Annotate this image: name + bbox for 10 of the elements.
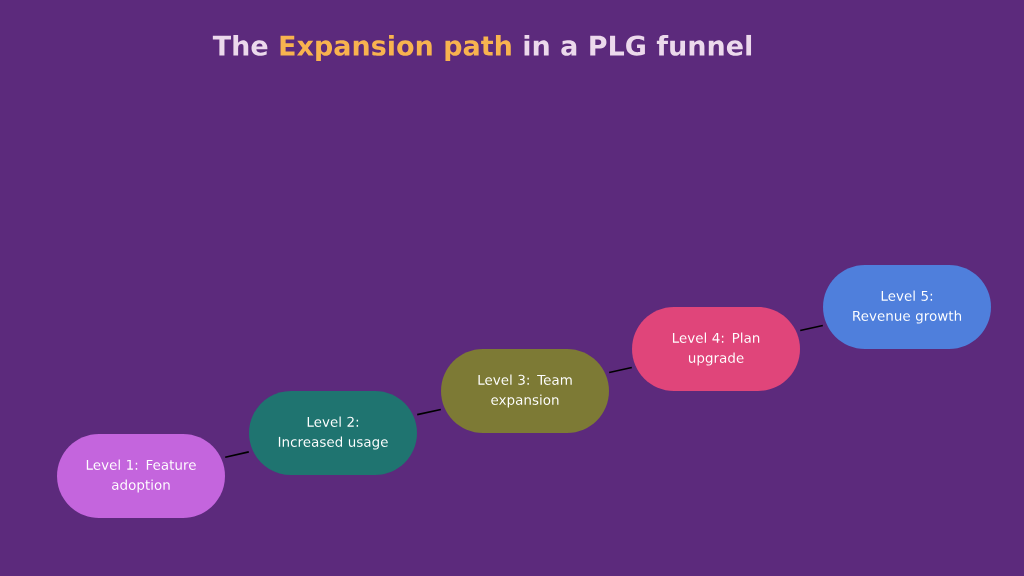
stage-pill: Level 1: Feature adoption: [57, 434, 225, 518]
connector-line: [224, 451, 250, 458]
connector-line: [799, 324, 824, 332]
stage-pill: Level 2: Increased usage: [249, 391, 417, 475]
stage-pill: Level 3: Team expansion: [441, 349, 609, 433]
title: The Expansion path in a PLG funnel: [212, 34, 752, 62]
stage-pill: Level 5: Revenue growth: [823, 265, 991, 349]
connector-line: [416, 408, 442, 416]
stage-pill: Level 4: Plan upgrade: [632, 307, 800, 391]
connector-line: [608, 366, 633, 374]
